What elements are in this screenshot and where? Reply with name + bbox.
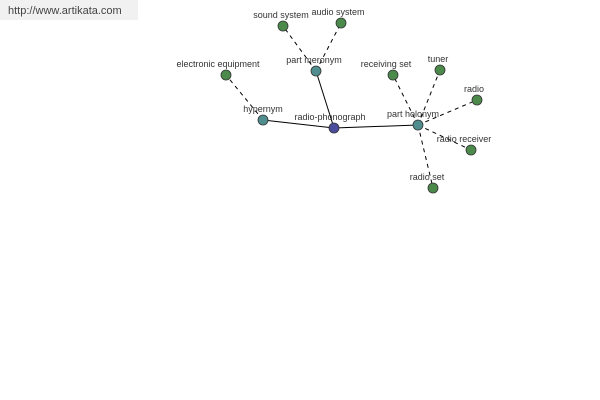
node-radio-set[interactable]	[427, 182, 439, 194]
site-url-link[interactable]: http://www.artikata.com	[8, 5, 122, 17]
label-part-holonym: part holonym	[387, 109, 439, 119]
node-radio[interactable]	[471, 94, 483, 106]
edge-part-holonym-radio-set	[417, 124, 434, 189]
label-receiving-set: receiving set	[361, 59, 412, 69]
label-radio-set: radio set	[410, 172, 445, 182]
edge-part-meronym-audio-system	[315, 22, 342, 72]
label-radio: radio	[464, 84, 484, 94]
node-part-holonym[interactable]	[412, 119, 424, 131]
edge-part-holonym-tuner	[417, 69, 441, 126]
node-receiving-set[interactable]	[387, 69, 399, 81]
edge-hypernym-electronic-equipment	[225, 74, 264, 121]
edge-part-holonym-radio-receiver	[417, 124, 472, 151]
node-electronic-equipment[interactable]	[220, 69, 232, 81]
label-hypernym: hypernym	[243, 104, 283, 114]
node-sound-system[interactable]	[277, 20, 289, 32]
edge-center-hypernym	[262, 119, 335, 129]
edge-part-meronym-sound-system	[282, 25, 317, 72]
node-hypernym[interactable]	[257, 114, 269, 126]
node-radio-phonograph[interactable]	[328, 122, 340, 134]
label-electronic-equipment: electronic equipment	[176, 59, 260, 69]
label-sound-system: sound system	[253, 10, 309, 20]
node-tuner[interactable]	[434, 64, 446, 76]
label-audio-system: audio system	[311, 7, 364, 17]
label-part-meronym: part meronym	[286, 55, 342, 65]
label-radio-phonograph: radio-phonograph	[294, 112, 365, 122]
edge-part-holonym-radio	[417, 99, 478, 126]
edge-center-part-holonym	[333, 124, 419, 129]
edge-center-part-meronym	[315, 70, 335, 129]
node-audio-system[interactable]	[335, 17, 347, 29]
node-part-meronym[interactable]	[310, 65, 322, 77]
url-banner: http://www.artikata.com	[0, 0, 138, 20]
node-radio-receiver[interactable]	[465, 144, 477, 156]
edge-part-holonym-receiving-set	[392, 74, 419, 126]
label-tuner: tuner	[428, 54, 449, 64]
label-radio-receiver: radio receiver	[437, 134, 492, 144]
